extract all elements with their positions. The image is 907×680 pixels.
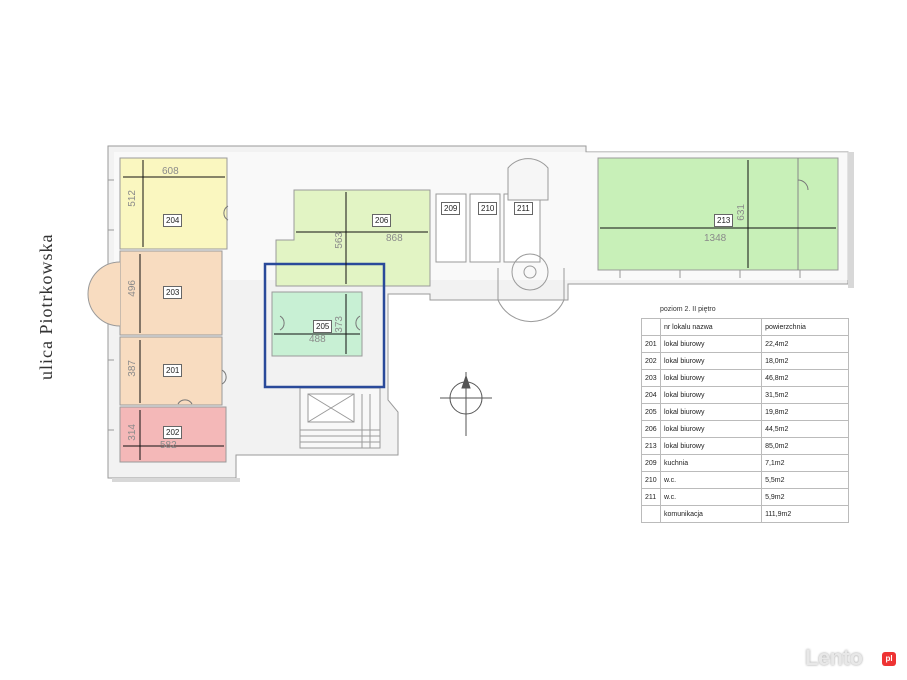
legend-cell-nr: 210 xyxy=(641,471,661,489)
dim-204-width: 608 xyxy=(162,166,179,177)
legend-cell-nr: 202 xyxy=(641,352,661,370)
legend-cell-name: lokal biurowy xyxy=(659,403,763,421)
legend-cell-area: 22,4m2 xyxy=(761,335,849,353)
room-label-204: 204 xyxy=(163,214,183,227)
room-label-209: 209 xyxy=(441,202,461,215)
room-label-210: 210 xyxy=(478,202,498,215)
legend-title: poziom 2. II piętro xyxy=(660,306,716,313)
bay-window xyxy=(87,261,121,327)
legend-cell-name: lokal biurowy xyxy=(659,335,763,353)
legend-cell-area: 18,0m2 xyxy=(761,352,849,370)
dim-206-width: 868 xyxy=(386,233,403,244)
legend-cell-nr: 213 xyxy=(641,437,661,455)
legend-cell-area: 44,5m2 xyxy=(761,420,849,438)
room-206 xyxy=(275,189,431,287)
legend-cell-nr: 206 xyxy=(641,420,661,438)
highlight-frame xyxy=(263,262,386,389)
legend-header-area: powierzchnia xyxy=(761,318,849,336)
room-label-205: 205 xyxy=(313,320,333,333)
dim-205-width: 488 xyxy=(309,334,326,345)
dim-202-width: 582 xyxy=(160,440,177,451)
legend-cell-name: lokal biurowy xyxy=(659,437,763,455)
legend-cell-nr: 209 xyxy=(641,454,661,472)
legend-header-name: nr lokalu nazwa xyxy=(659,318,763,336)
room-label-211: 211 xyxy=(514,202,533,215)
legend-cell-nr: 204 xyxy=(641,386,661,404)
watermark-logo: Lento xyxy=(805,645,863,670)
compass-icon xyxy=(440,372,492,436)
legend-cell-name: lokal biurowy xyxy=(659,369,763,387)
legend-cell-nr: 211 xyxy=(641,488,661,506)
room-label-202: 202 xyxy=(163,426,183,439)
dim-204-height: 512 xyxy=(127,190,138,207)
dim-201-height: 387 xyxy=(127,360,138,377)
legend-header-row: nr lokalu nazwa powierzchnia xyxy=(641,318,849,336)
room-label-201: 201 xyxy=(163,364,183,377)
spiral-stair xyxy=(497,158,565,323)
dim-203-height: 496 xyxy=(127,280,138,297)
dim-213-height: 631 xyxy=(736,204,747,221)
legend-cell-name: lokal biurowy xyxy=(659,386,763,404)
legend-cell-nr: 201 xyxy=(641,335,661,353)
legend-cell-area: 7,1m2 xyxy=(761,454,849,472)
legend-cell-name: lokal biurowy xyxy=(659,420,763,438)
dim-206-height: 563 xyxy=(334,232,345,249)
legend-cell-name: komunikacja xyxy=(659,505,763,523)
legend-cell-name: lokal biurowy xyxy=(659,352,763,370)
legend-cell-area: 5,9m2 xyxy=(761,488,849,506)
room-label-213: 213 xyxy=(714,214,734,227)
legend-cell-area: 111,9m2 xyxy=(761,505,849,523)
legend-cell-nr: 203 xyxy=(641,369,661,387)
legend-cell-area: 5,5m2 xyxy=(761,471,849,489)
legend-cell-area: 31,5m2 xyxy=(761,386,849,404)
street-name: ulica Piotrkowska xyxy=(36,233,56,381)
staircase xyxy=(299,387,381,449)
legend-cell-name: w.c. xyxy=(659,471,763,489)
legend-cell-area: 19,8m2 xyxy=(761,403,849,421)
legend-cell-area: 46,8m2 xyxy=(761,369,849,387)
doors xyxy=(177,179,809,405)
legend-cell-nr xyxy=(641,505,661,523)
windows xyxy=(108,179,801,431)
dim-202-height: 314 xyxy=(127,424,138,441)
dim-213-width: 1348 xyxy=(704,233,727,244)
legend-cell-nr: 205 xyxy=(641,403,661,421)
legend-cell-name: w.c. xyxy=(659,488,763,506)
dim-205-height: 373 xyxy=(334,316,345,333)
legend-cell-area: 85,0m2 xyxy=(761,437,849,455)
watermark-badge: pl xyxy=(882,652,896,666)
building-shadow xyxy=(112,152,854,482)
dimension-lines xyxy=(123,160,836,460)
room-204 xyxy=(119,157,228,250)
legend-cell-name: kuchnia xyxy=(659,454,763,472)
room-label-206: 206 xyxy=(372,214,392,227)
legend-header-nr xyxy=(641,318,661,336)
room-label-203: 203 xyxy=(163,286,183,299)
